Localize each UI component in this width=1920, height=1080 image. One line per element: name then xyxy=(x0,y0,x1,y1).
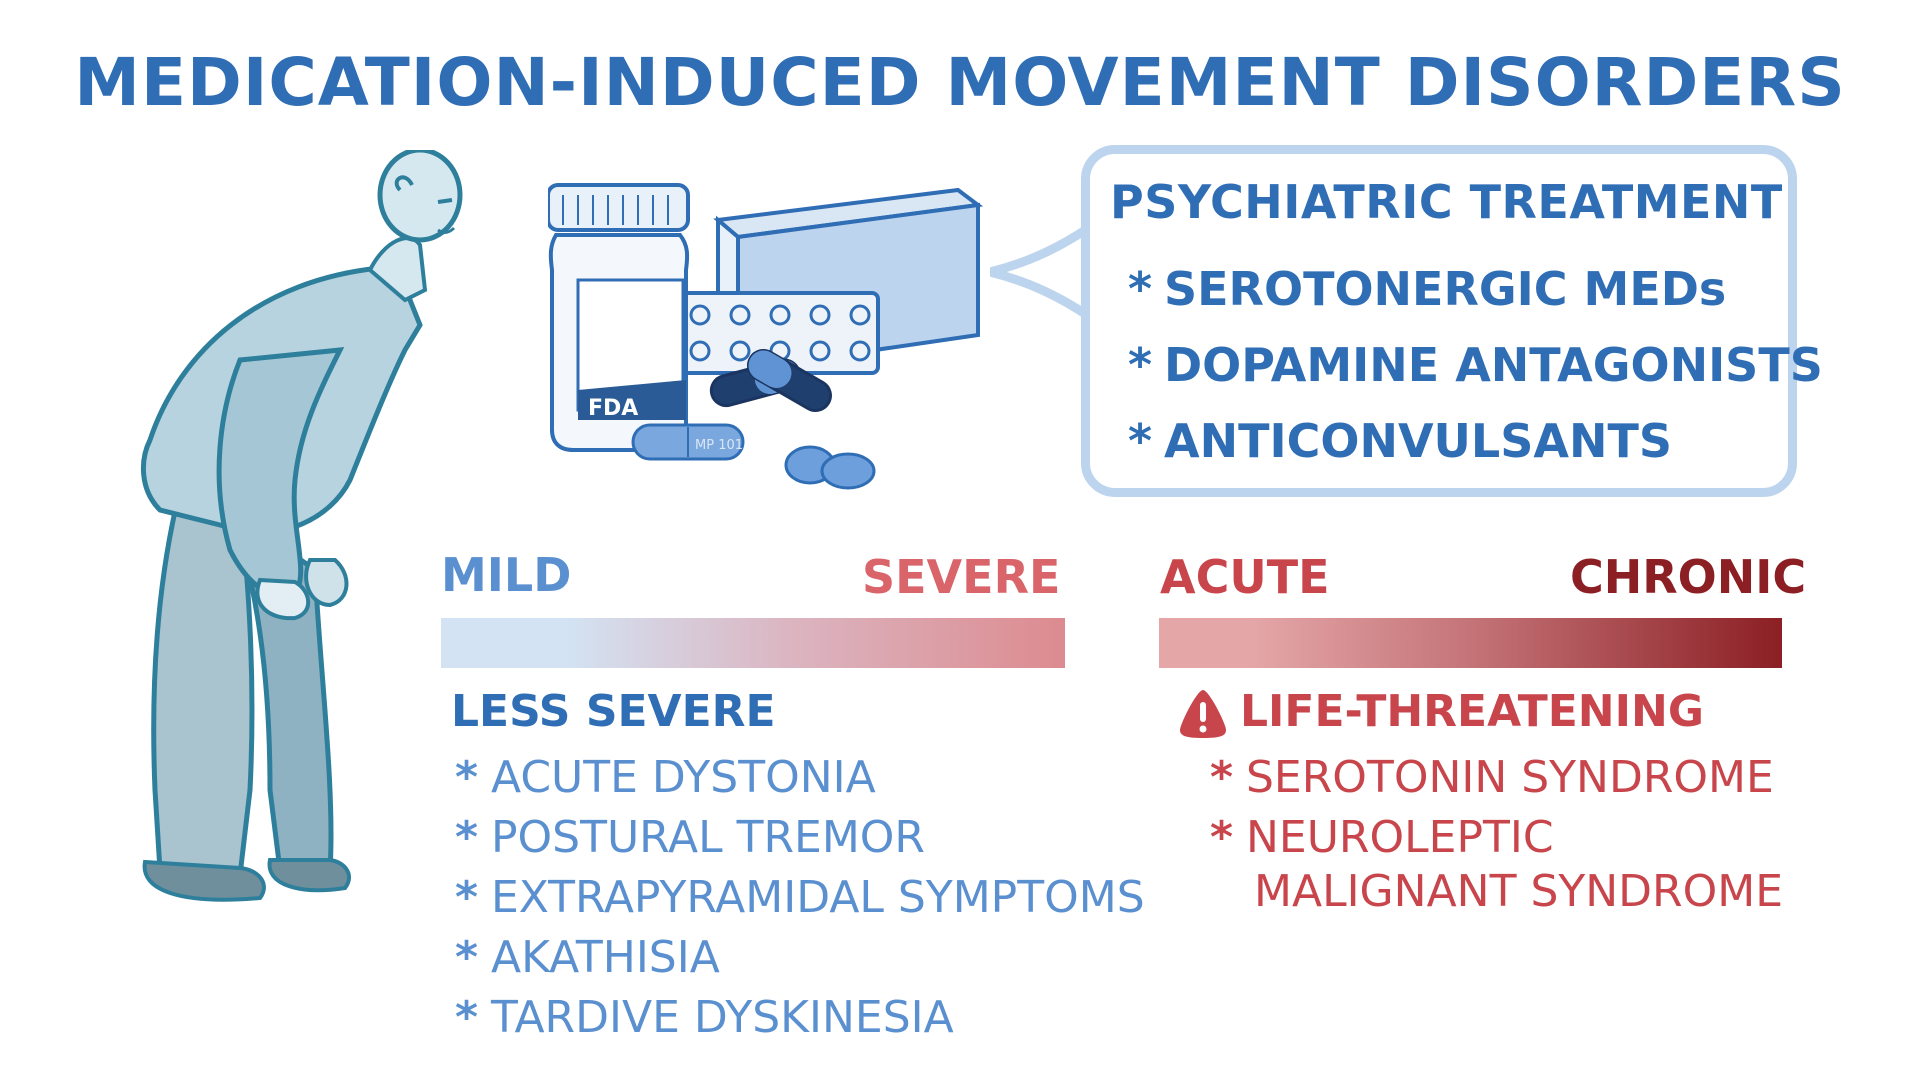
psychiatric-treatment-bubble xyxy=(1081,145,1797,497)
svg-text:MP 101: MP 101 xyxy=(695,438,743,453)
list-item: *AKATHISIA xyxy=(455,932,720,983)
medications-illustration: FDA MP 101 xyxy=(546,175,988,495)
pill-bottle-and-blister-pack-icon: FDA MP 101 xyxy=(546,183,984,490)
bubble-title: PSYCHIATRIC TREATMENT xyxy=(1110,175,1783,229)
severe-label: SEVERE xyxy=(862,550,1061,604)
bubble-item: *ANTICONVULSANTS xyxy=(1128,414,1672,468)
list-item: *NEUROLEPTIC xyxy=(1210,812,1554,863)
acute-label: ACUTE xyxy=(1160,550,1330,604)
page-title: MEDICATION-INDUCED MOVEMENT DISORDERS xyxy=(74,44,1846,121)
list-item: *SEROTONIN SYNDROME xyxy=(1210,752,1774,803)
asterisk-bullet-icon: * xyxy=(1210,752,1234,803)
asterisk-bullet-icon: * xyxy=(455,932,479,983)
warning-icon xyxy=(1176,686,1230,740)
person-icon xyxy=(140,147,463,902)
list-item: *ACUTE DYSTONIA xyxy=(455,752,876,803)
list-item: *TARDIVE DYSKINESIA xyxy=(455,992,954,1043)
bubble-item: *SEROTONERGIC MEDs xyxy=(1128,262,1727,316)
asterisk-bullet-icon: * xyxy=(1128,414,1153,468)
list-item: *EXTRAPYRAMIDAL SYMPTOMS xyxy=(455,872,1145,923)
list-item-continuation: MALIGNANT SYNDROME xyxy=(1254,866,1784,917)
less-severe-heading: LESS SEVERE xyxy=(451,686,776,737)
time-gradient-bar xyxy=(1159,618,1782,668)
asterisk-bullet-icon: * xyxy=(1128,338,1153,392)
svg-text:FDA: FDA xyxy=(588,396,638,421)
bubble-item: *DOPAMINE ANTAGONISTS xyxy=(1128,338,1823,392)
life-threatening-heading: LIFE-THREATENING xyxy=(1240,686,1704,737)
asterisk-bullet-icon: * xyxy=(455,992,479,1043)
asterisk-bullet-icon: * xyxy=(455,812,479,863)
asterisk-bullet-icon: * xyxy=(455,752,479,803)
stooped-person-illustration xyxy=(120,147,465,910)
severity-gradient-bar xyxy=(441,618,1065,668)
asterisk-bullet-icon: * xyxy=(1128,262,1153,316)
list-item: *POSTURAL TREMOR xyxy=(455,812,925,863)
asterisk-bullet-icon: * xyxy=(455,872,479,923)
mild-label: MILD xyxy=(441,548,572,602)
asterisk-bullet-icon: * xyxy=(1210,812,1234,863)
chronic-label: CHRONIC xyxy=(1570,550,1807,604)
